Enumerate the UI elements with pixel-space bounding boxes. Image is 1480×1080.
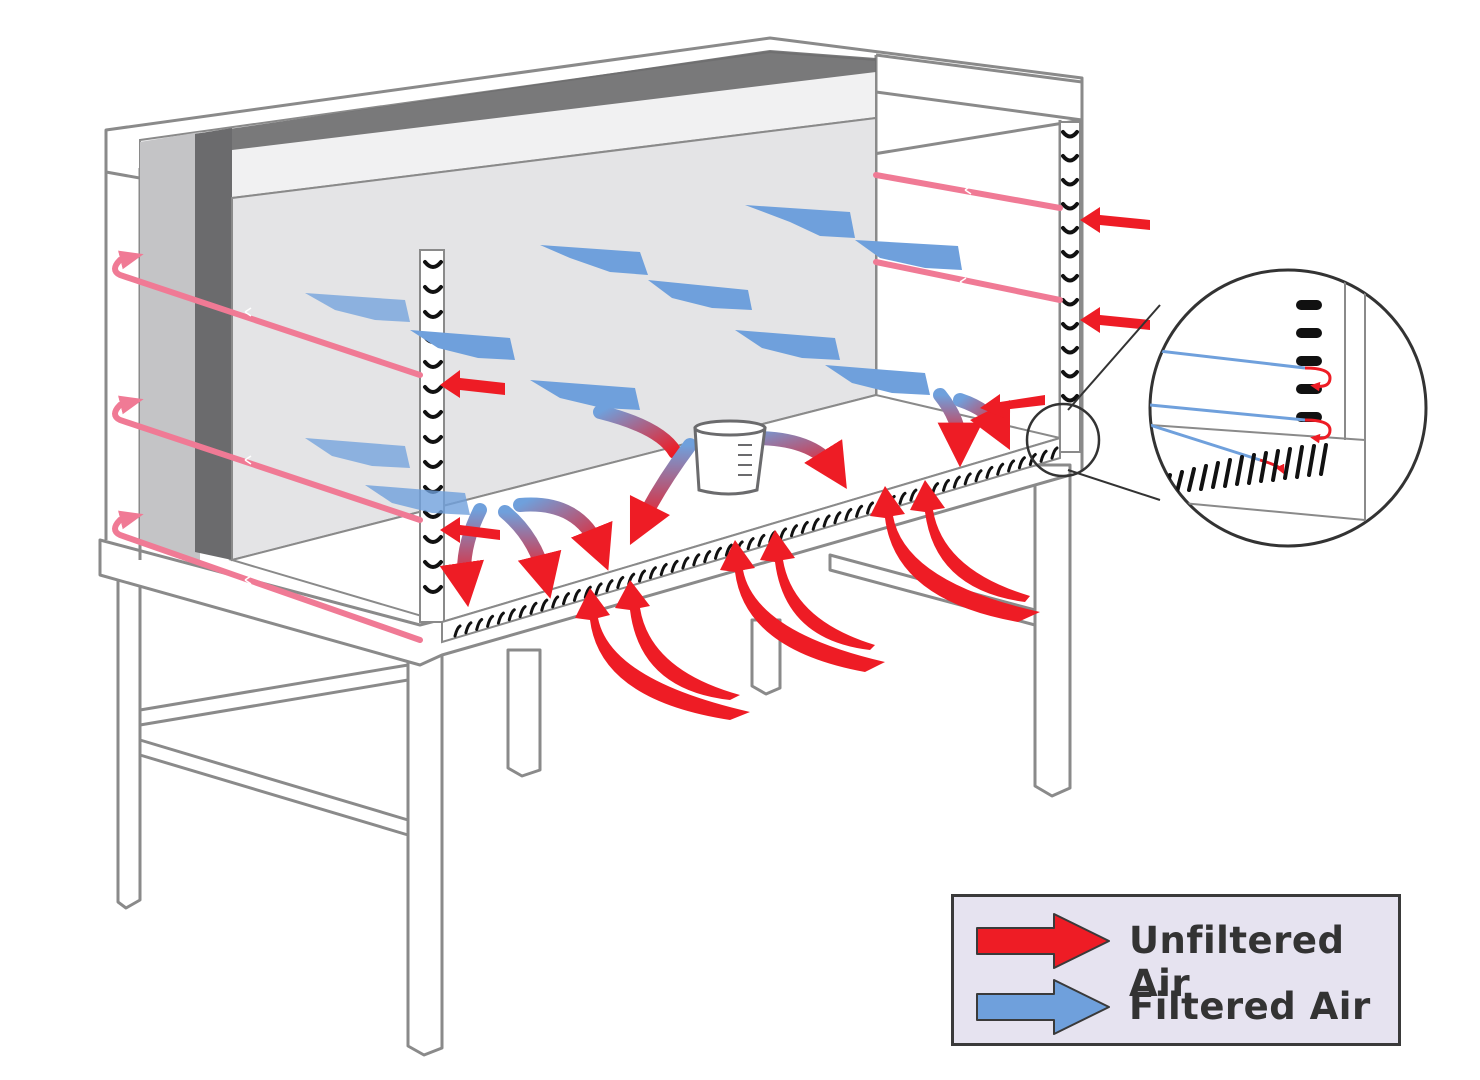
- grille-slot: [974, 469, 983, 483]
- unfiltered-air-arrow: [615, 580, 740, 700]
- grille-slot: [757, 533, 766, 547]
- legend-label-filtered: Filtered Air: [1129, 985, 1371, 1028]
- grille-slot: [670, 559, 679, 573]
- grille-slot: [507, 608, 516, 622]
- filtered-air-arrow: [648, 280, 752, 310]
- grille-slot: [692, 553, 701, 567]
- unfiltered-air-arrow: [1080, 207, 1150, 233]
- sash-left: [419, 249, 445, 623]
- legend-item-unfiltered: Unfiltered Air: [974, 911, 1394, 1005]
- grille-slot: [562, 592, 570, 606]
- beaker: [693, 419, 767, 496]
- unfiltered-air-arrow: [440, 517, 500, 543]
- unfiltered-air-arrow: [1080, 307, 1150, 333]
- grille-slot: [952, 475, 961, 489]
- filtered-air-arrow: [410, 330, 515, 360]
- unfiltered-air-arrows: [440, 207, 1150, 720]
- stand-leg-front: [406, 653, 444, 1057]
- grille-slot: [572, 588, 581, 602]
- legend-label-unfiltered: Unfiltered Air: [1129, 919, 1345, 1005]
- filtered-air-arrows: [305, 205, 962, 515]
- unfiltered-air-arrow: [760, 530, 875, 650]
- grille-slot: [486, 614, 495, 628]
- grille-slot: [540, 598, 549, 612]
- unfiltered-air-arrow: [980, 394, 1045, 418]
- stand-leg-front-left: [116, 566, 142, 910]
- hepa-filter-dark-stripe: [195, 128, 232, 560]
- grille-slot: [1017, 456, 1026, 470]
- grille-slot: [464, 621, 473, 635]
- stand-leg-front-right: [1033, 468, 1072, 798]
- grille-slot: [942, 478, 950, 492]
- legend-item-filtered: Filtered Air: [974, 977, 1394, 1037]
- grille-slot: [475, 618, 484, 631]
- grille-slot: [529, 601, 538, 615]
- grille-slot: [605, 579, 614, 593]
- grille-slot: [844, 508, 853, 521]
- grille-slot: [638, 569, 646, 583]
- unfiltered-air-arrow: [575, 588, 750, 720]
- hepa-filter-dark-band-top: [195, 50, 876, 150]
- grille-slot: [496, 611, 505, 625]
- grille-slot: [833, 511, 842, 525]
- grille-slot: [648, 566, 657, 580]
- grille-slot: [822, 514, 831, 528]
- grille-slot: [811, 517, 820, 531]
- stand-leg-back-left: [506, 648, 542, 778]
- grille-slot: [594, 582, 603, 596]
- grille-slot: [790, 524, 798, 538]
- grille-slot: [746, 537, 755, 551]
- grille-slot: [909, 488, 918, 502]
- grille-slot: [681, 556, 690, 570]
- grille-slot: [963, 472, 972, 486]
- grille-slot: [724, 543, 733, 557]
- filtered-air-arrow: [735, 330, 840, 360]
- grille-slot: [996, 462, 1005, 476]
- hepa-filter-light-stripe: [140, 132, 200, 560]
- grille-slot: [616, 576, 625, 589]
- grille-slot: [985, 465, 994, 479]
- grille-slot: [800, 520, 809, 534]
- grille-slot: [703, 550, 712, 564]
- unfiltered-arrow-icon: [976, 913, 1110, 969]
- unfiltered-air-arrow: [910, 480, 1030, 602]
- sash-right: [1059, 121, 1081, 453]
- magnified-detail: [1025, 268, 1428, 548]
- filtered-arrow-icon: [976, 979, 1110, 1035]
- grille-slot: [779, 527, 788, 541]
- unfiltered-air-arrow: [720, 540, 885, 672]
- pink-chevrons: [244, 185, 972, 585]
- grille-slot: [659, 563, 668, 576]
- unfiltered-air-arrow: [440, 370, 505, 398]
- filtered-air-arrow: [825, 365, 930, 395]
- grille-slot: [1050, 446, 1059, 460]
- filtered-air-arrow: [305, 293, 410, 322]
- filtered-air-arrow: [540, 245, 648, 275]
- grille-slot: [1039, 449, 1048, 463]
- filtered-air-arrow: [365, 485, 470, 515]
- grille-slot: [518, 605, 527, 619]
- grille-slot: [866, 501, 874, 515]
- stand-rail-left-bottom: [138, 738, 410, 837]
- filtered-air-arrow: [305, 438, 410, 468]
- detail-source-circle: [1025, 402, 1101, 478]
- grille-slot: [714, 546, 722, 560]
- legend: Unfiltered Air Filtered Air: [951, 894, 1401, 1046]
- front-grille: [441, 436, 1061, 644]
- stand-rail-left-lower: [138, 663, 410, 727]
- grille-slot: [855, 504, 864, 518]
- grille-slot: [453, 624, 462, 638]
- filtered-air-arrow: [530, 380, 640, 410]
- filtered-air-arrow: [855, 240, 962, 270]
- grille-slot: [898, 491, 907, 505]
- grille-slot: [1007, 459, 1016, 473]
- grille-slot: [583, 585, 592, 599]
- unfiltered-air-arrow: [870, 486, 1040, 622]
- filtered-air-arrow: [745, 205, 855, 238]
